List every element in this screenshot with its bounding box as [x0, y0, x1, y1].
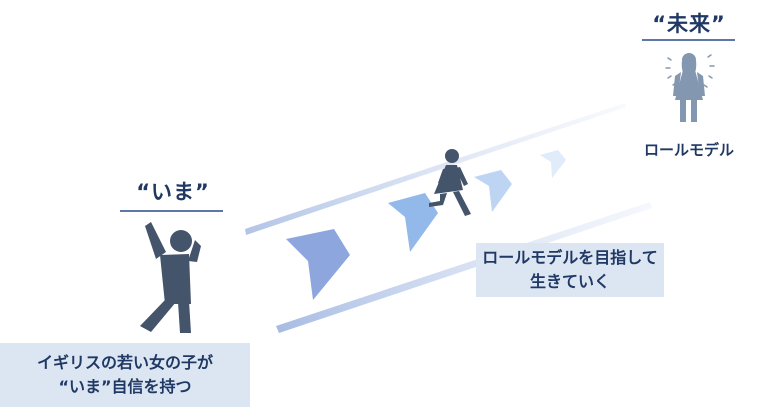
now-caption-line: イギリスの若い女の子が: [36, 353, 213, 372]
role-model-label: ロールモデル: [643, 141, 734, 159]
now-caption-box: イギリスの若い女の子が “いま”自信を持つ: [0, 343, 250, 407]
now-heading: “いま”: [136, 180, 210, 204]
chevron-arrow-icon: [474, 170, 512, 212]
now-caption-line: “いま”自信を持つ: [58, 377, 192, 396]
walking-woman-icon: [429, 149, 471, 216]
path-caption-box: ロールモデルを目指して 生きていく: [476, 243, 664, 297]
now-heading-underline: [120, 210, 223, 212]
path-caption-line: ロールモデルを目指して: [482, 248, 658, 267]
future-heading-underline: [642, 39, 735, 41]
future-heading: “未来”: [652, 12, 726, 36]
chevron-arrow-icon: [540, 150, 566, 178]
road-edge-bottom: [276, 202, 652, 333]
role-model-woman-icon: [673, 53, 705, 122]
sparkle-icon: [665, 54, 715, 88]
road-edge-top: [245, 103, 626, 235]
chevron-arrow-icon: [388, 193, 438, 252]
chevron-arrow-icon: [286, 229, 350, 300]
path-caption-line: 生きていく: [529, 272, 610, 291]
cheering-person-icon: [140, 222, 201, 333]
